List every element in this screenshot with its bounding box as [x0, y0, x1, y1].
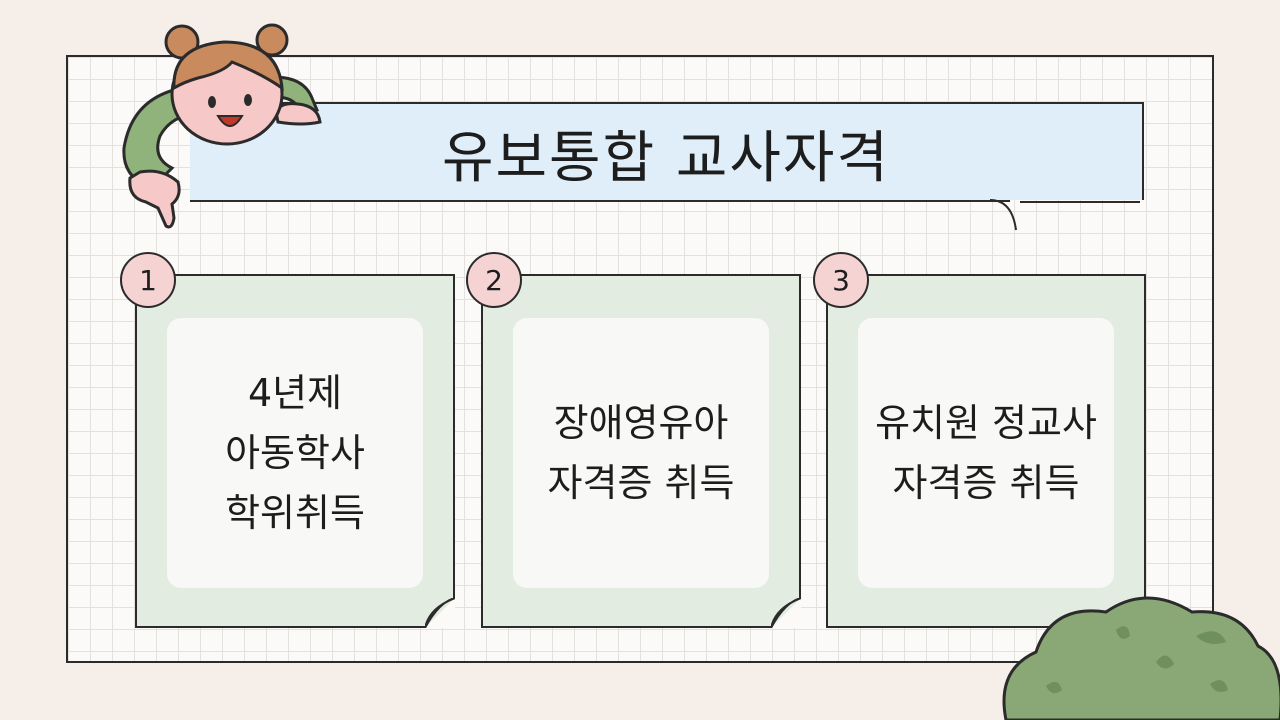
card-1-line-2: 아동학사 [225, 431, 365, 475]
card-1-badge: 1 [120, 252, 176, 308]
card-2-line-1: 장애영유아 [553, 401, 729, 445]
page-fold-icon [771, 598, 801, 628]
card-3-badge: 3 [813, 252, 869, 308]
card-2-content: 장애영유아 자격증 취득 [513, 318, 769, 588]
card-1-line-3: 학위취득 [225, 491, 365, 535]
bush-illustration-icon [1002, 596, 1280, 720]
card-1: 4년제 아동학사 학위취득 [135, 274, 455, 628]
card-2-line-2: 자격증 취득 [547, 461, 735, 505]
speech-tail-icon [990, 199, 1140, 231]
card-1-line-1: 4년제 [247, 371, 343, 415]
page-title: 유보통합 교사자격 [442, 125, 890, 191]
title-banner: 유보통합 교사자격 [190, 102, 1144, 202]
card-3: 유치원 정교사 자격증 취득 [826, 274, 1146, 628]
title-underline [190, 200, 1010, 202]
card-2: 장애영유아 자격증 취득 [481, 274, 801, 628]
girl-illustration-icon [122, 23, 322, 229]
card-3-content: 유치원 정교사 자격증 취득 [858, 318, 1114, 588]
card-1-content: 4년제 아동학사 학위취득 [167, 318, 423, 588]
card-2-badge: 2 [466, 252, 522, 308]
card-3-line-1: 유치원 정교사 [875, 401, 1097, 445]
page-fold-icon [425, 598, 455, 628]
card-3-line-2: 자격증 취득 [892, 461, 1080, 505]
